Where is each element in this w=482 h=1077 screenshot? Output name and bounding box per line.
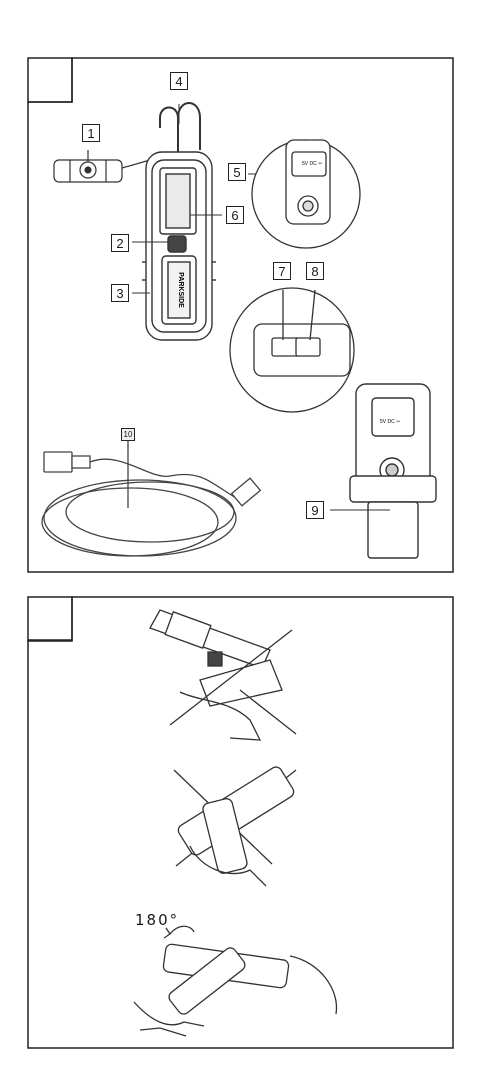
step-fold-lamp xyxy=(174,765,296,886)
step-rotate-lamp xyxy=(134,926,337,1036)
rotation-label: 180° xyxy=(135,911,179,929)
step-open-lamp xyxy=(150,610,296,740)
